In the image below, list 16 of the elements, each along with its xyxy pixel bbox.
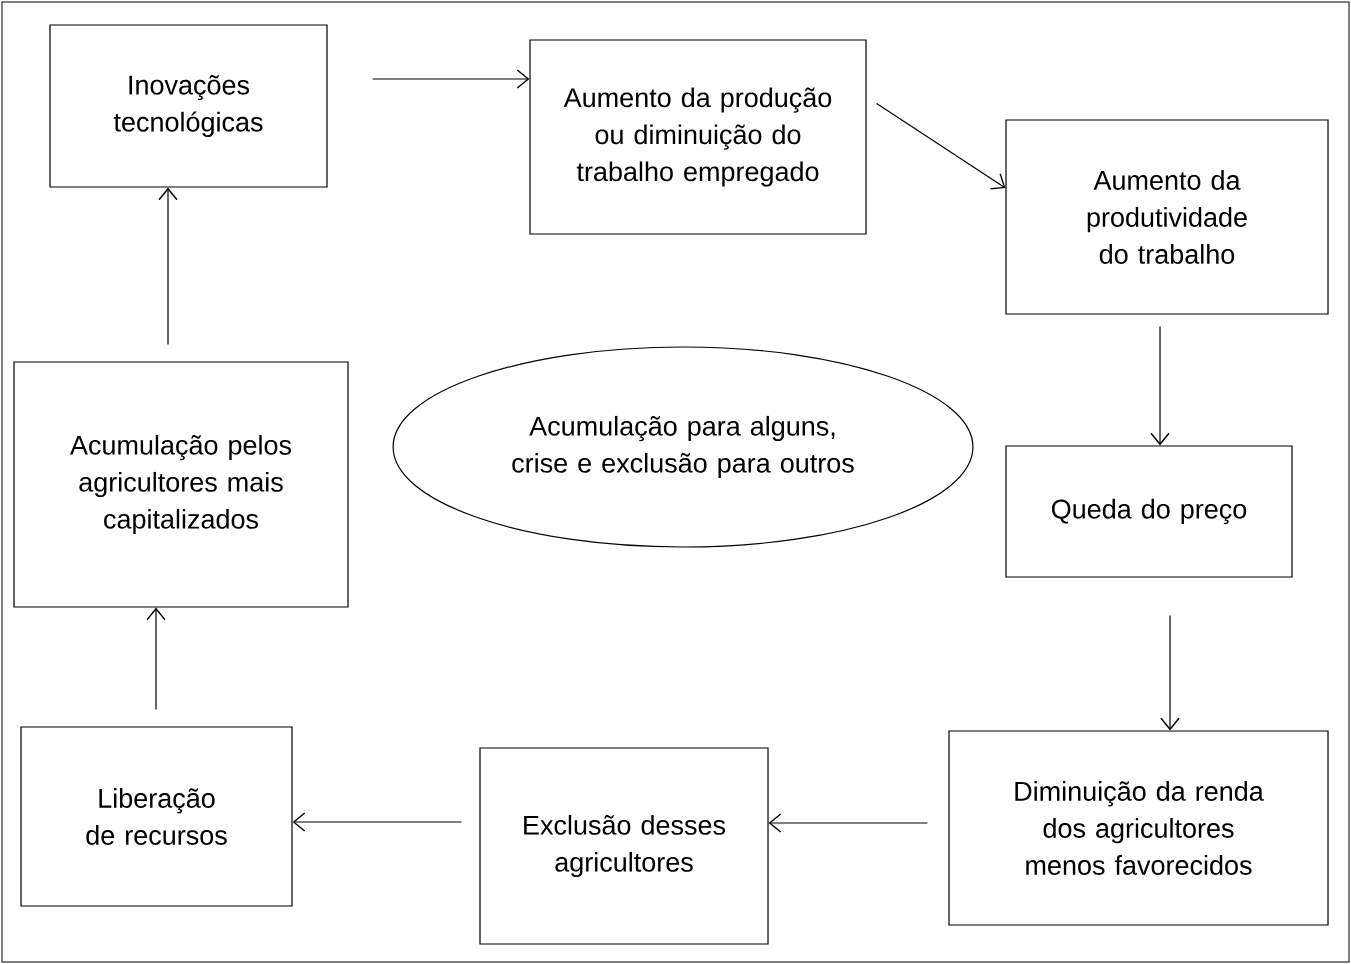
arrow <box>292 812 462 832</box>
arrow <box>372 69 530 89</box>
process-box: Exclusão desses agricultores <box>479 747 769 945</box>
process-box: Diminuição da renda dos agricultores menos favorecidos <box>948 730 1329 926</box>
arrow <box>1160 615 1180 731</box>
arrow <box>768 813 928 833</box>
process-box: Aumento da produtividade do trabalho <box>1005 119 1329 315</box>
process-box: Liberação de recursos <box>20 726 293 907</box>
process-box: Aumento da produção ou diminuição do trabalho empregado <box>529 39 867 235</box>
arrow <box>1150 326 1170 446</box>
process-box: Acumulação pelos agricultores mais capitalizados <box>13 361 349 608</box>
arrow <box>146 607 166 710</box>
arrow <box>876 103 1006 190</box>
process-box: Queda do preço <box>1005 445 1293 578</box>
process-box: Inovações tecnológicas <box>49 24 328 188</box>
arrow <box>158 187 178 345</box>
